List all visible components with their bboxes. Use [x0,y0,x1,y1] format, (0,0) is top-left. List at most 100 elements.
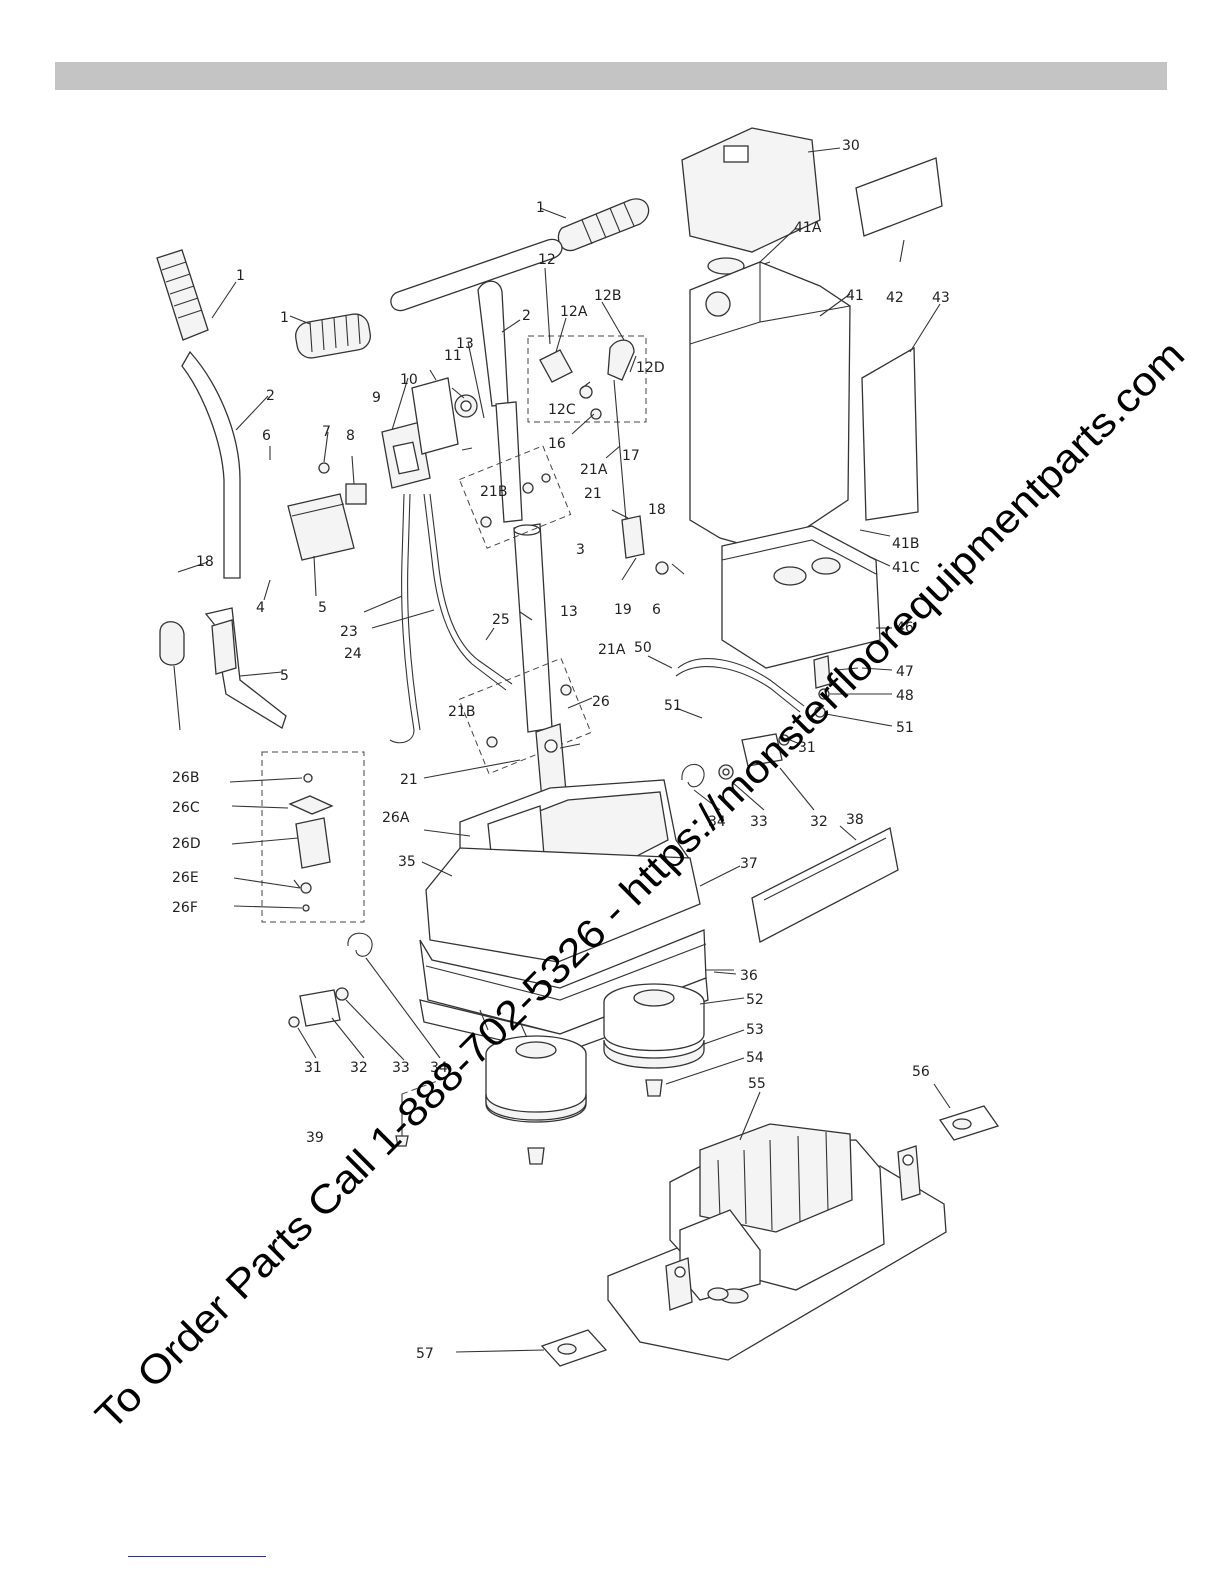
washer-33 [718,764,734,780]
label-part-21B1: 21B [480,484,507,500]
screw-39 [395,1079,441,1147]
housing-base-35 [419,847,707,1035]
valve-assembly-12 [527,335,647,423]
label-part-41c: 41C [892,560,920,576]
label-part-54: 54 [746,1050,764,1066]
label-plate-43 [861,346,919,521]
label-part-1a: 1 [236,268,245,284]
label-part-21B2: 21B [448,704,475,720]
label-part-21A1: 21A [580,462,608,478]
label-part-18b: 18 [196,554,214,570]
gasket-56 [938,1105,1000,1141]
label-part-13a: 13 [456,336,474,352]
label-part-12d: 12D [636,360,665,376]
clip-34 [681,763,705,788]
label-part-26e: 26E [172,870,199,886]
clamp-assembly-21 [458,445,572,549]
cable-24 [423,493,513,691]
cable-23 [389,493,421,744]
label-part-33a: 33 [750,814,768,830]
label-part-26a: 26A [382,810,410,826]
small-block [345,483,367,505]
tank-base-46 [721,525,881,669]
label-part-57: 57 [416,1346,434,1362]
label-part-25: 25 [492,612,510,628]
solution-tank-41 [689,261,851,553]
label-part-8: 8 [346,428,355,444]
label-part-51a: 51 [664,698,682,714]
label-part-12: 12 [538,252,556,268]
bolt-31-right [778,734,790,746]
knob [454,394,478,418]
switch-box [381,421,431,489]
label-part-26f: 26F [172,900,198,916]
leader-lines [177,147,951,1353]
label-part-41: 41 [846,288,864,304]
bumper-38 [751,827,899,943]
label-part-26b: 26B [172,770,199,786]
clip-34-left [347,932,373,957]
bolt-31-left [288,1016,300,1028]
brush-left [485,1035,587,1123]
motor-55 [669,1123,885,1304]
label-part-38: 38 [846,812,864,828]
motor-bracket-left [665,1257,693,1311]
label-part-42: 42 [886,290,904,306]
hinge-detail-26 [261,751,365,923]
label-part-32a: 32 [810,814,828,830]
rod-fittings [655,561,685,575]
header-bar [55,62,1167,90]
brush-hub-left [527,1147,545,1165]
label-part-4: 4 [256,600,265,616]
label-part-21b: 21 [400,772,418,788]
label-part-41b: 41B [892,536,919,552]
label-part-26: 26 [592,694,610,710]
label-part-13b: 13 [560,604,578,620]
label-part-6b: 6 [652,602,661,618]
label-part-3: 3 [576,542,585,558]
label-part-31a: 31 [798,740,816,756]
brush-52 [603,983,705,1052]
label-part-24: 24 [344,646,362,662]
label-part-47: 47 [896,664,914,680]
top-crossbar-tube [390,238,563,312]
label-part-34a: 34 [708,814,726,830]
label-part-10: 10 [400,372,418,388]
label-part-51b: 51 [896,720,914,736]
label-part-35: 35 [398,854,416,870]
label-plate-42 [855,157,943,237]
label-part-17: 17 [622,448,640,464]
label-part-9: 9 [372,390,381,406]
label-part-19: 19 [614,602,632,618]
label-part-5b: 5 [280,668,289,684]
brush-hub-54 [645,1079,663,1097]
label-part-46: 46 [896,620,914,636]
label-part-37: 37 [740,856,758,872]
label-part-1b: 1 [280,310,289,326]
label-part-2a: 2 [266,388,275,404]
center-handle-tube-upper [477,280,509,407]
label-part-34b: 34 [430,1060,448,1076]
brush-ring-53 [603,1039,705,1069]
feed-tube-50 [675,658,805,713]
label-part-56: 56 [912,1064,930,1080]
label-part-18a: 18 [648,502,666,518]
label-part-52: 52 [746,992,764,1008]
label-part-23: 23 [340,624,358,640]
label-part-12b: 12B [594,288,621,304]
side-plate-32-left [299,989,341,1027]
label-part-16: 16 [548,436,566,452]
label-part-21A2: 21A [598,642,626,658]
label-part-41a: 41A [794,220,822,236]
valve-rod [613,379,645,559]
label-part-26c: 26C [172,800,200,816]
label-part-6a: 6 [262,428,271,444]
center-handle-tube [495,401,553,733]
washer-33-left [335,987,349,1001]
label-part-33b: 33 [392,1060,410,1076]
footer-link-underline[interactable] [128,1556,266,1557]
label-part-7: 7 [322,424,331,440]
label-part-48: 48 [896,688,914,704]
label-part-12c: 12C [548,402,576,418]
